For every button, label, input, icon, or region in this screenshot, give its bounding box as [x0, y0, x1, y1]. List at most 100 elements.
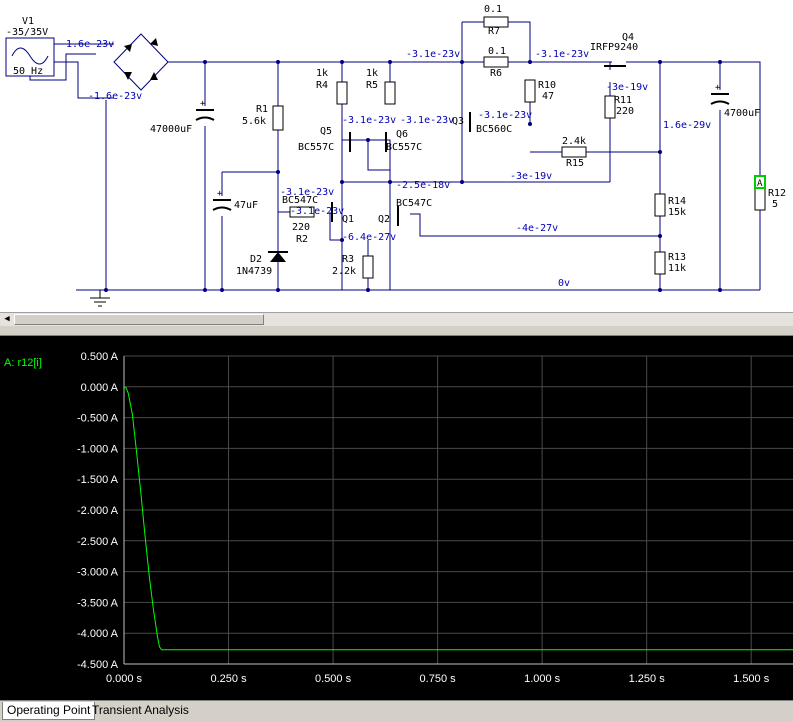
component-value: 1N4739	[236, 266, 272, 277]
node-voltage: -3.1e-23v	[290, 206, 344, 217]
node-voltage: -3.1e-23v	[400, 115, 454, 126]
component-name: R11	[614, 95, 632, 106]
svg-text:+: +	[217, 189, 223, 199]
component-name: R10	[538, 80, 556, 91]
node-voltages: -1.6e-23v -1.6e-23v -3.1e-23v -3.1e-23v …	[60, 39, 711, 289]
y-tick-label: 0.500 A	[81, 351, 119, 363]
component-value: 2.2k	[332, 266, 356, 277]
y-tick-label: 0.000 A	[81, 382, 119, 394]
node-voltage: -3e-19v	[510, 171, 552, 182]
component-name: R12	[768, 188, 786, 199]
tab-operating-point[interactable]: Operating Point	[2, 702, 96, 720]
component-name: R6	[490, 68, 502, 79]
analysis-tab-bar: Operating Point Transient Analysis	[0, 700, 793, 722]
component-value: 1k	[366, 68, 378, 79]
component-value: BC547C	[396, 198, 432, 209]
source-v1[interactable]: V1 -35/35V 50 Hz	[5, 16, 55, 77]
node-voltage: -1.6e-23v	[88, 91, 142, 102]
node-voltage: -3.1e-23v	[342, 115, 396, 126]
resistor-r4	[336, 81, 348, 105]
zener-d2[interactable]	[268, 251, 288, 262]
bridge-rectifier[interactable]	[113, 33, 169, 91]
component-value: 0.1	[488, 46, 506, 57]
x-tick-label: 1.000 s	[524, 673, 561, 685]
node-voltage: -6.4e-27v	[342, 232, 396, 243]
plot-svg: A: r12[i] 0.500 A 0.000 A -0.500 A -1.000 A…	[4, 351, 793, 685]
y-tick-label: -2.000 A	[77, 505, 119, 517]
current-probe[interactable]: A	[754, 175, 766, 189]
component-name: R15	[566, 158, 584, 169]
resistor-r3	[362, 255, 374, 279]
x-tick-label: 0.500 s	[315, 673, 352, 685]
resistor-r1	[272, 105, 284, 131]
x-tick-label: 0.250 s	[210, 673, 247, 685]
component-name: R2	[296, 234, 308, 245]
ground-symbol	[90, 290, 110, 307]
capacitor-c1[interactable]: + 47000uF	[150, 99, 215, 135]
component-value: 0.1	[484, 4, 502, 15]
y-tick-label: -0.500 A	[77, 413, 119, 425]
tab-transient-analysis[interactable]: Transient Analysis	[92, 703, 189, 717]
component-name: R14	[668, 196, 686, 207]
resistor-r12	[754, 185, 766, 211]
resistor-r10	[524, 79, 536, 103]
component-name: D2	[250, 254, 262, 265]
resistor-r15	[561, 146, 587, 158]
capacitor-c2[interactable]: + 4700uF	[710, 83, 760, 119]
component-name: R7	[488, 26, 500, 37]
pane-splitter[interactable]	[0, 326, 793, 336]
component-value: 15k	[668, 207, 686, 218]
schematic-canvas[interactable]: V1 -35/35V 50 Hz + 47000uF + 4700uF + 47…	[0, 0, 793, 312]
resistor-r14	[654, 193, 666, 217]
resistor-r11	[604, 95, 616, 119]
plot-grid	[123, 355, 793, 665]
component-value: BC557C	[298, 142, 334, 153]
resistor-bodies[interactable]	[272, 16, 766, 279]
resistor-r6	[483, 56, 509, 68]
component-value: 5.6k	[242, 116, 266, 127]
y-tick-label: -2.500 A	[77, 536, 119, 548]
component-name: Q1	[342, 214, 354, 225]
v1-name: V1	[22, 16, 34, 27]
svg-text:+: +	[715, 83, 721, 93]
component-name: R1	[256, 104, 268, 115]
y-tick-label: -1.000 A	[77, 443, 119, 455]
component-name: Q6	[396, 129, 408, 140]
component-name: R5	[366, 80, 378, 91]
component-name: Q2	[378, 214, 390, 225]
wires	[29, 21, 761, 291]
y-tick-labels: 0.500 A0.000 A-0.500 A-1.000 A-1.500 A-2…	[77, 351, 119, 671]
capacitor-c3[interactable]: + 47uF	[212, 189, 258, 216]
junction-dots	[104, 60, 722, 292]
node-voltage: -2.5e-18v	[396, 180, 450, 191]
component-value: BC560C	[476, 124, 512, 135]
component-value: 220	[616, 106, 634, 117]
resistor-r13	[654, 251, 666, 275]
schematic-horizontal-scrollbar[interactable]: ◀	[0, 312, 793, 326]
node-voltage: 1.6e-29v	[663, 120, 711, 131]
component-value: BC557C	[386, 142, 422, 153]
node-voltage: -3.1e-23v	[280, 187, 334, 198]
component-name: Q5	[320, 126, 332, 137]
scrollbar-thumb[interactable]	[14, 314, 264, 325]
resistor-r7	[483, 16, 509, 28]
transient-plot[interactable]: A: r12[i] 0.500 A 0.000 A -0.500 A -1.000 A…	[0, 336, 793, 700]
component-name: R13	[668, 252, 686, 263]
node-voltage: -3e-19v	[606, 82, 648, 93]
trace-label: A: r12[i]	[4, 357, 42, 369]
transistor-symbols[interactable]	[331, 65, 626, 226]
svg-text:+: +	[200, 99, 206, 109]
scroll-left-icon[interactable]: ◀	[4, 314, 10, 324]
node-voltage: -3.1e-23v	[406, 49, 460, 60]
c3-value: 47uF	[234, 200, 258, 211]
x-tick-label: 1.250 s	[629, 673, 666, 685]
component-value: 1k	[316, 68, 328, 79]
component-value: 2.4k	[562, 136, 586, 147]
node-voltage: -3.1e-23v	[535, 49, 589, 60]
v1-frequency: 50 Hz	[13, 66, 43, 77]
resistor-r5	[384, 81, 396, 105]
component-value: IRFP9240	[590, 42, 638, 53]
trace-r12-current	[123, 386, 793, 651]
x-tick-label: 0.000 s	[106, 673, 143, 685]
node-voltage: -3.1e-23v	[478, 110, 532, 121]
